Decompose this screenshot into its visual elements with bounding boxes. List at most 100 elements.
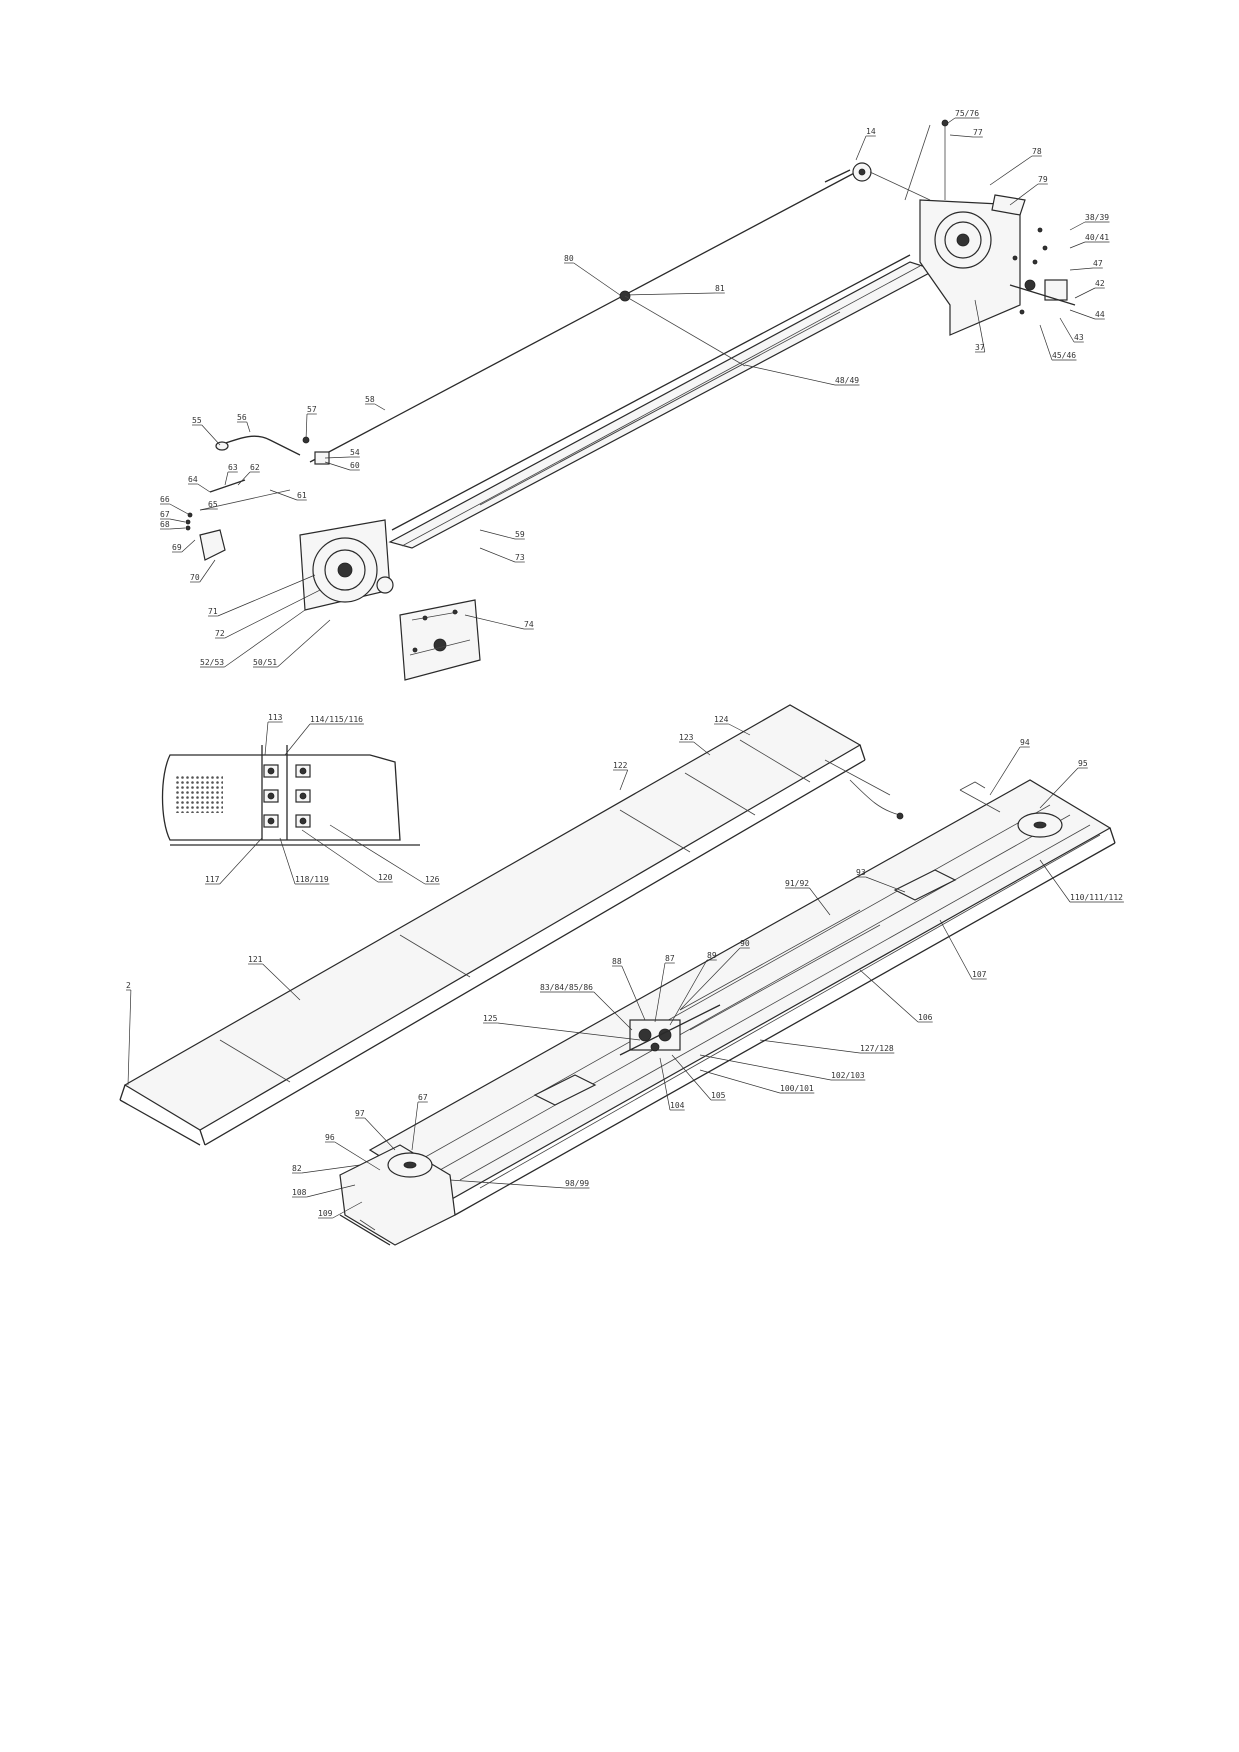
callout-label: 68	[160, 520, 170, 529]
callout-leader	[219, 837, 263, 885]
callout-c_98_99: 98/99	[449, 1179, 590, 1189]
callout-c_75_76: 75/76	[944, 109, 980, 126]
callout-c_97: 97	[355, 1109, 396, 1151]
callout-c_91_92: 91/92	[785, 879, 831, 916]
callout-leader	[744, 364, 836, 386]
callout-leader	[624, 292, 716, 296]
callout-c_107: 107	[939, 919, 987, 980]
callout-leader	[659, 1057, 671, 1111]
callout-c_126: 126	[329, 824, 440, 885]
callout-leader	[1009, 183, 1039, 206]
callout-label: 91/92	[785, 879, 809, 888]
callout-c_44: 44	[1069, 309, 1105, 320]
callout-leader	[859, 969, 919, 1023]
callout-leader	[949, 134, 974, 138]
callout-c_40_41: 40/41	[1069, 233, 1110, 249]
callout-c_69: 69	[172, 539, 196, 553]
callout-c_78: 78	[989, 147, 1042, 186]
callout-label: 82	[292, 1164, 302, 1173]
callout-c_118_119: 118/119	[279, 837, 330, 885]
callout-leader	[497, 1022, 641, 1041]
callout-c_63: 63	[224, 463, 238, 486]
callout-c_48_49: 48/49	[744, 364, 860, 386]
callout-leader	[449, 1179, 566, 1189]
callout-leader	[411, 1101, 419, 1151]
callout-c_106: 106	[859, 969, 933, 1023]
callout-label: 80	[564, 254, 574, 263]
callout-label: 44	[1095, 310, 1105, 319]
right-tensioner	[824, 162, 931, 201]
callout-c_54: 54	[324, 448, 360, 459]
callout-leader	[237, 471, 251, 486]
callout-c_61: 61	[269, 489, 307, 501]
callout-label: 74	[524, 620, 534, 629]
callout-c_66: 66	[160, 495, 191, 516]
callout-leader	[1069, 241, 1086, 249]
callout-label: 83/84/85/86	[540, 983, 593, 992]
callout-c_72: 72	[215, 589, 321, 639]
callout-label: 2	[126, 981, 131, 990]
callout-leader	[669, 959, 708, 1026]
callout-leader	[334, 1141, 381, 1171]
callout-leader	[944, 117, 956, 126]
callout-label: 113	[268, 713, 283, 722]
callout-leader	[127, 989, 132, 1086]
callout-c_81: 81	[624, 284, 725, 296]
part-callouts: 75/767714787938/3940/414780814244433745/…	[126, 109, 1124, 1219]
callout-c_125: 125	[483, 1014, 641, 1041]
callout-label: 109	[318, 1209, 333, 1218]
callout-leader	[1039, 324, 1053, 361]
callout-label: 87	[665, 954, 675, 963]
callout-c_67: 67	[160, 510, 186, 523]
callout-leader	[1069, 309, 1096, 320]
callout-label: 69	[172, 543, 182, 552]
callout-leader	[264, 721, 269, 756]
callout-leader	[279, 837, 296, 885]
callout-label: 97	[355, 1109, 365, 1118]
callout-leader	[621, 965, 646, 1021]
callout-c_105: 105	[671, 1054, 726, 1101]
callout-leader	[679, 947, 741, 1011]
left-runway	[119, 704, 904, 1146]
callout-c_62: 62	[237, 463, 260, 486]
callout-c_123: 123	[679, 733, 711, 756]
callout-c_87: 87	[654, 954, 675, 1023]
callout-leader	[479, 547, 516, 563]
callout-label: 64	[188, 475, 198, 484]
callout-c_94: 94	[989, 738, 1030, 796]
callout-c_42: 42	[1074, 279, 1105, 299]
callout-label: 125	[483, 1014, 498, 1023]
callout-leader	[169, 503, 191, 516]
callout-label: 123	[679, 733, 694, 742]
callout-label: 52/53	[200, 658, 224, 667]
callout-label: 43	[1074, 333, 1084, 342]
callout-leader	[246, 421, 251, 433]
callout-leader	[301, 1164, 361, 1174]
callout-leader	[573, 262, 621, 296]
callout-c_45_46: 45/46	[1039, 324, 1077, 361]
callout-leader	[284, 723, 311, 756]
callout-c_96: 96	[325, 1133, 381, 1171]
callout-label: 78	[1032, 147, 1042, 156]
callout-leader	[269, 489, 298, 501]
callout-label: 59	[515, 530, 525, 539]
callout-leader	[169, 518, 186, 523]
right-frame	[339, 779, 1116, 1246]
callout-leader	[1069, 267, 1094, 271]
callout-leader	[1039, 859, 1071, 903]
callout-leader	[224, 589, 321, 639]
callout-leader	[619, 769, 629, 791]
left-handle	[185, 435, 330, 561]
callout-label: 66	[160, 495, 170, 504]
callout-leader	[865, 876, 906, 893]
callout-c_90: 90	[679, 939, 750, 1011]
callout-label: 72	[215, 629, 225, 638]
callout-label: 104	[670, 1101, 685, 1110]
callout-label: 127/128	[860, 1044, 894, 1053]
callout-leader	[809, 887, 831, 916]
callout-leader	[306, 1184, 356, 1198]
callout-c_73: 73	[479, 547, 525, 563]
callout-leader	[199, 508, 209, 511]
callout-leader	[324, 461, 351, 471]
